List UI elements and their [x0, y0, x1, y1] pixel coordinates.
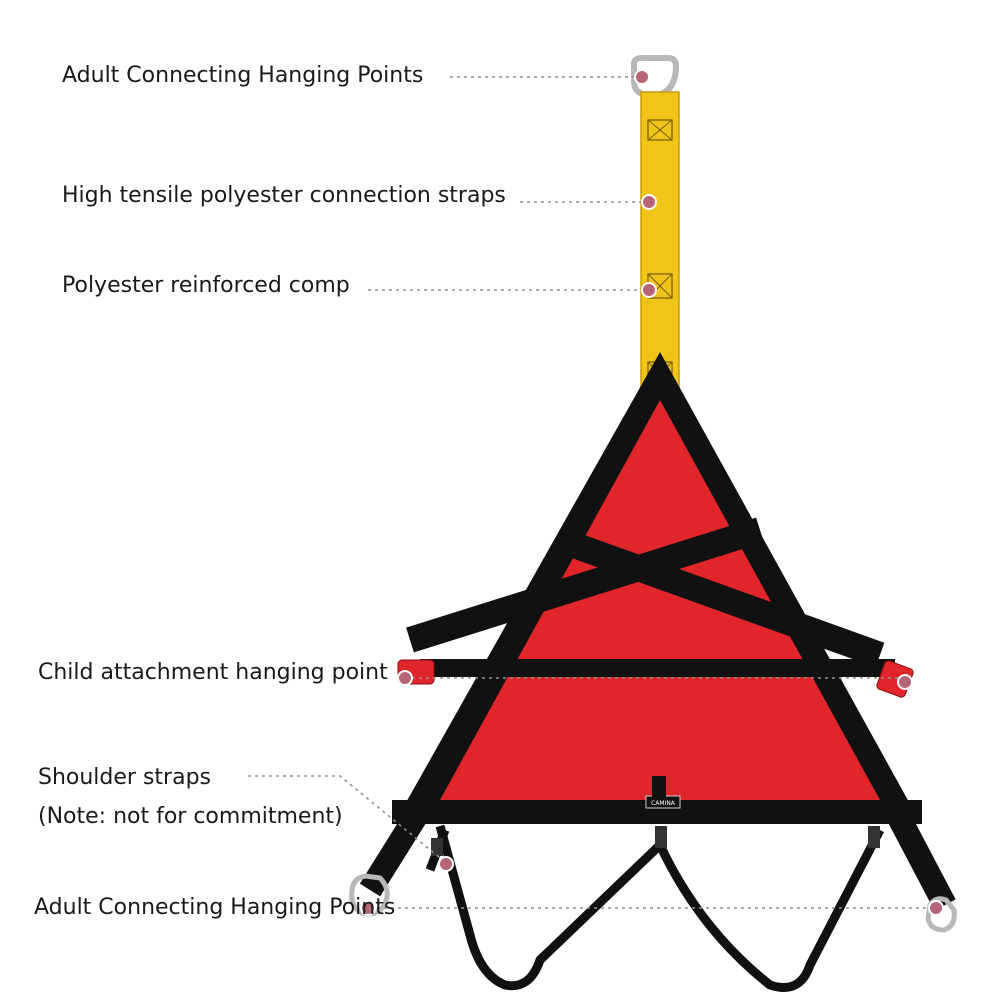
marker-straps [641, 194, 657, 210]
callout-shoulder-note: (Note: not for commitment) [38, 804, 343, 829]
bottom-right-d-ring [925, 896, 957, 933]
marker-shoulder [438, 856, 454, 872]
shoulder-straps [425, 824, 884, 992]
marker-child-left [397, 670, 413, 686]
callout-child-attachment: Child attachment hanging point [38, 660, 388, 685]
bottom-left-d-ring [349, 873, 390, 917]
marker-adult-bottom-right [928, 900, 944, 916]
leader-shoulder [248, 775, 446, 863]
marker-reinforced [641, 282, 657, 298]
callout-connection-straps: High tensile polyester connection straps [62, 183, 506, 208]
callout-reinforced: Polyester reinforced comp [62, 273, 350, 298]
callout-shoulder-straps: Shoulder straps [38, 765, 212, 790]
callout-adult-connecting-bottom: Adult Connecting Hanging Points [34, 895, 396, 920]
callout-adult-connecting-top: Adult Connecting Hanging Points [62, 63, 424, 88]
leader-lines [248, 76, 935, 909]
brand-label: CAMINA [651, 800, 676, 807]
marker-adult-bottom-left [360, 900, 376, 916]
yellow-connection-strap [640, 91, 680, 393]
marker-child-right [897, 674, 913, 690]
markers [360, 69, 944, 916]
marker-adult-top [634, 69, 650, 85]
triangle-seat [392, 352, 922, 824]
